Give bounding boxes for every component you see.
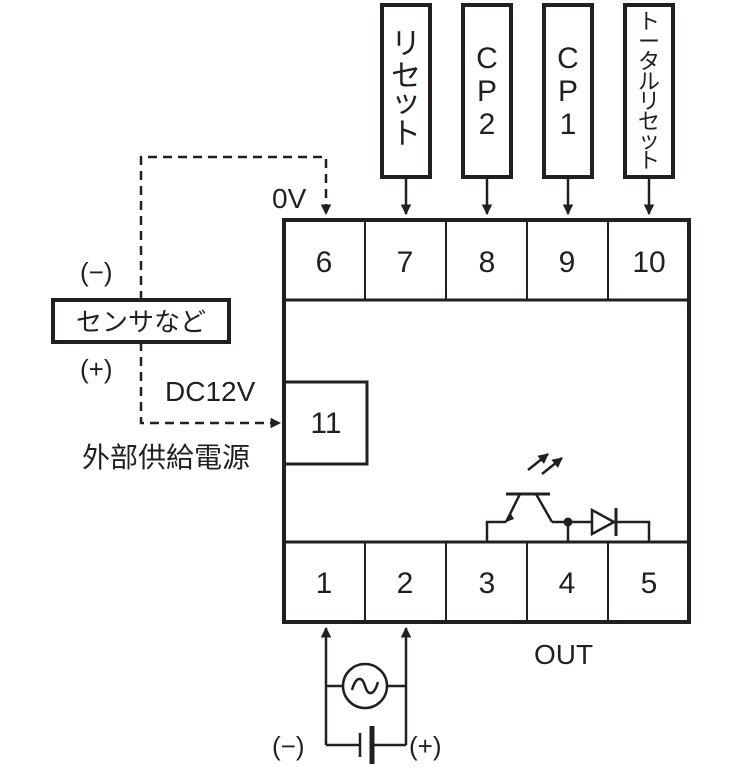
svg-text:P: P xyxy=(558,75,578,108)
sensor-label: センサなど xyxy=(76,307,206,337)
terminal-10: 10 xyxy=(632,246,665,279)
terminal-7: 7 xyxy=(397,246,414,279)
ac-source-icon xyxy=(341,662,389,710)
input-total-reset-label: ト ー タ ル リ セ ッ ト xyxy=(638,9,660,173)
svg-text:ッ: ッ xyxy=(391,86,421,119)
battery-icon xyxy=(358,726,375,764)
supply-plus-label: (+) xyxy=(409,731,442,761)
terminal-2: 2 xyxy=(397,567,414,600)
svg-text:ト: ト xyxy=(391,118,421,151)
svg-text:1: 1 xyxy=(560,108,577,141)
dc12v-label: DC12V xyxy=(165,376,256,407)
input-cp2-label: C P 2 xyxy=(476,42,498,141)
sensor-minus-label: (−) xyxy=(80,257,113,287)
terminal-11: 11 xyxy=(310,407,341,440)
supply-wiring xyxy=(320,626,412,747)
svg-text:セ: セ xyxy=(638,109,660,134)
svg-text:C: C xyxy=(476,42,498,75)
svg-text:C: C xyxy=(557,42,579,75)
svg-text:P: P xyxy=(477,75,497,108)
svg-text:ル: ル xyxy=(638,69,660,94)
out-label: OUT xyxy=(534,639,593,670)
terminal-6: 6 xyxy=(316,246,333,279)
input-cp1-label: C P 1 xyxy=(557,42,579,141)
input-reset-label: リ セ ッ ト xyxy=(391,28,421,151)
input-boxes xyxy=(380,3,675,179)
svg-text:セ: セ xyxy=(391,60,421,93)
svg-text:ッ: ッ xyxy=(638,128,660,153)
top-terminals: 6 7 8 9 10 xyxy=(316,246,666,279)
terminal-9: 9 xyxy=(559,246,576,279)
external-supply-label: 外部供給電源 xyxy=(82,442,250,473)
phototransistor-icon xyxy=(485,453,570,542)
zero-v-label: 0V xyxy=(272,183,307,214)
svg-text:リ: リ xyxy=(638,89,660,114)
terminal-1: 1 xyxy=(316,567,333,600)
sensor-box xyxy=(51,298,231,344)
terminal-4: 4 xyxy=(559,567,576,600)
svg-text:2: 2 xyxy=(479,108,496,141)
svg-text:ト: ト xyxy=(638,9,660,34)
input-arrows xyxy=(400,177,655,216)
svg-text:ト: ト xyxy=(638,148,660,173)
bottom-terminals: 1 2 3 4 5 xyxy=(316,567,658,600)
terminal-3: 3 xyxy=(479,567,496,600)
svg-text:ー: ー xyxy=(638,29,660,54)
sensor-plus-label: (+) xyxy=(80,354,113,384)
svg-text:リ: リ xyxy=(391,28,421,61)
terminal-8: 8 xyxy=(479,246,496,279)
diode-icon xyxy=(568,507,651,542)
device-body xyxy=(282,218,691,624)
sensor-wiring xyxy=(139,155,332,429)
supply-minus-label: (−) xyxy=(272,731,305,761)
svg-text:タ: タ xyxy=(638,49,660,74)
terminal-5: 5 xyxy=(641,567,658,600)
